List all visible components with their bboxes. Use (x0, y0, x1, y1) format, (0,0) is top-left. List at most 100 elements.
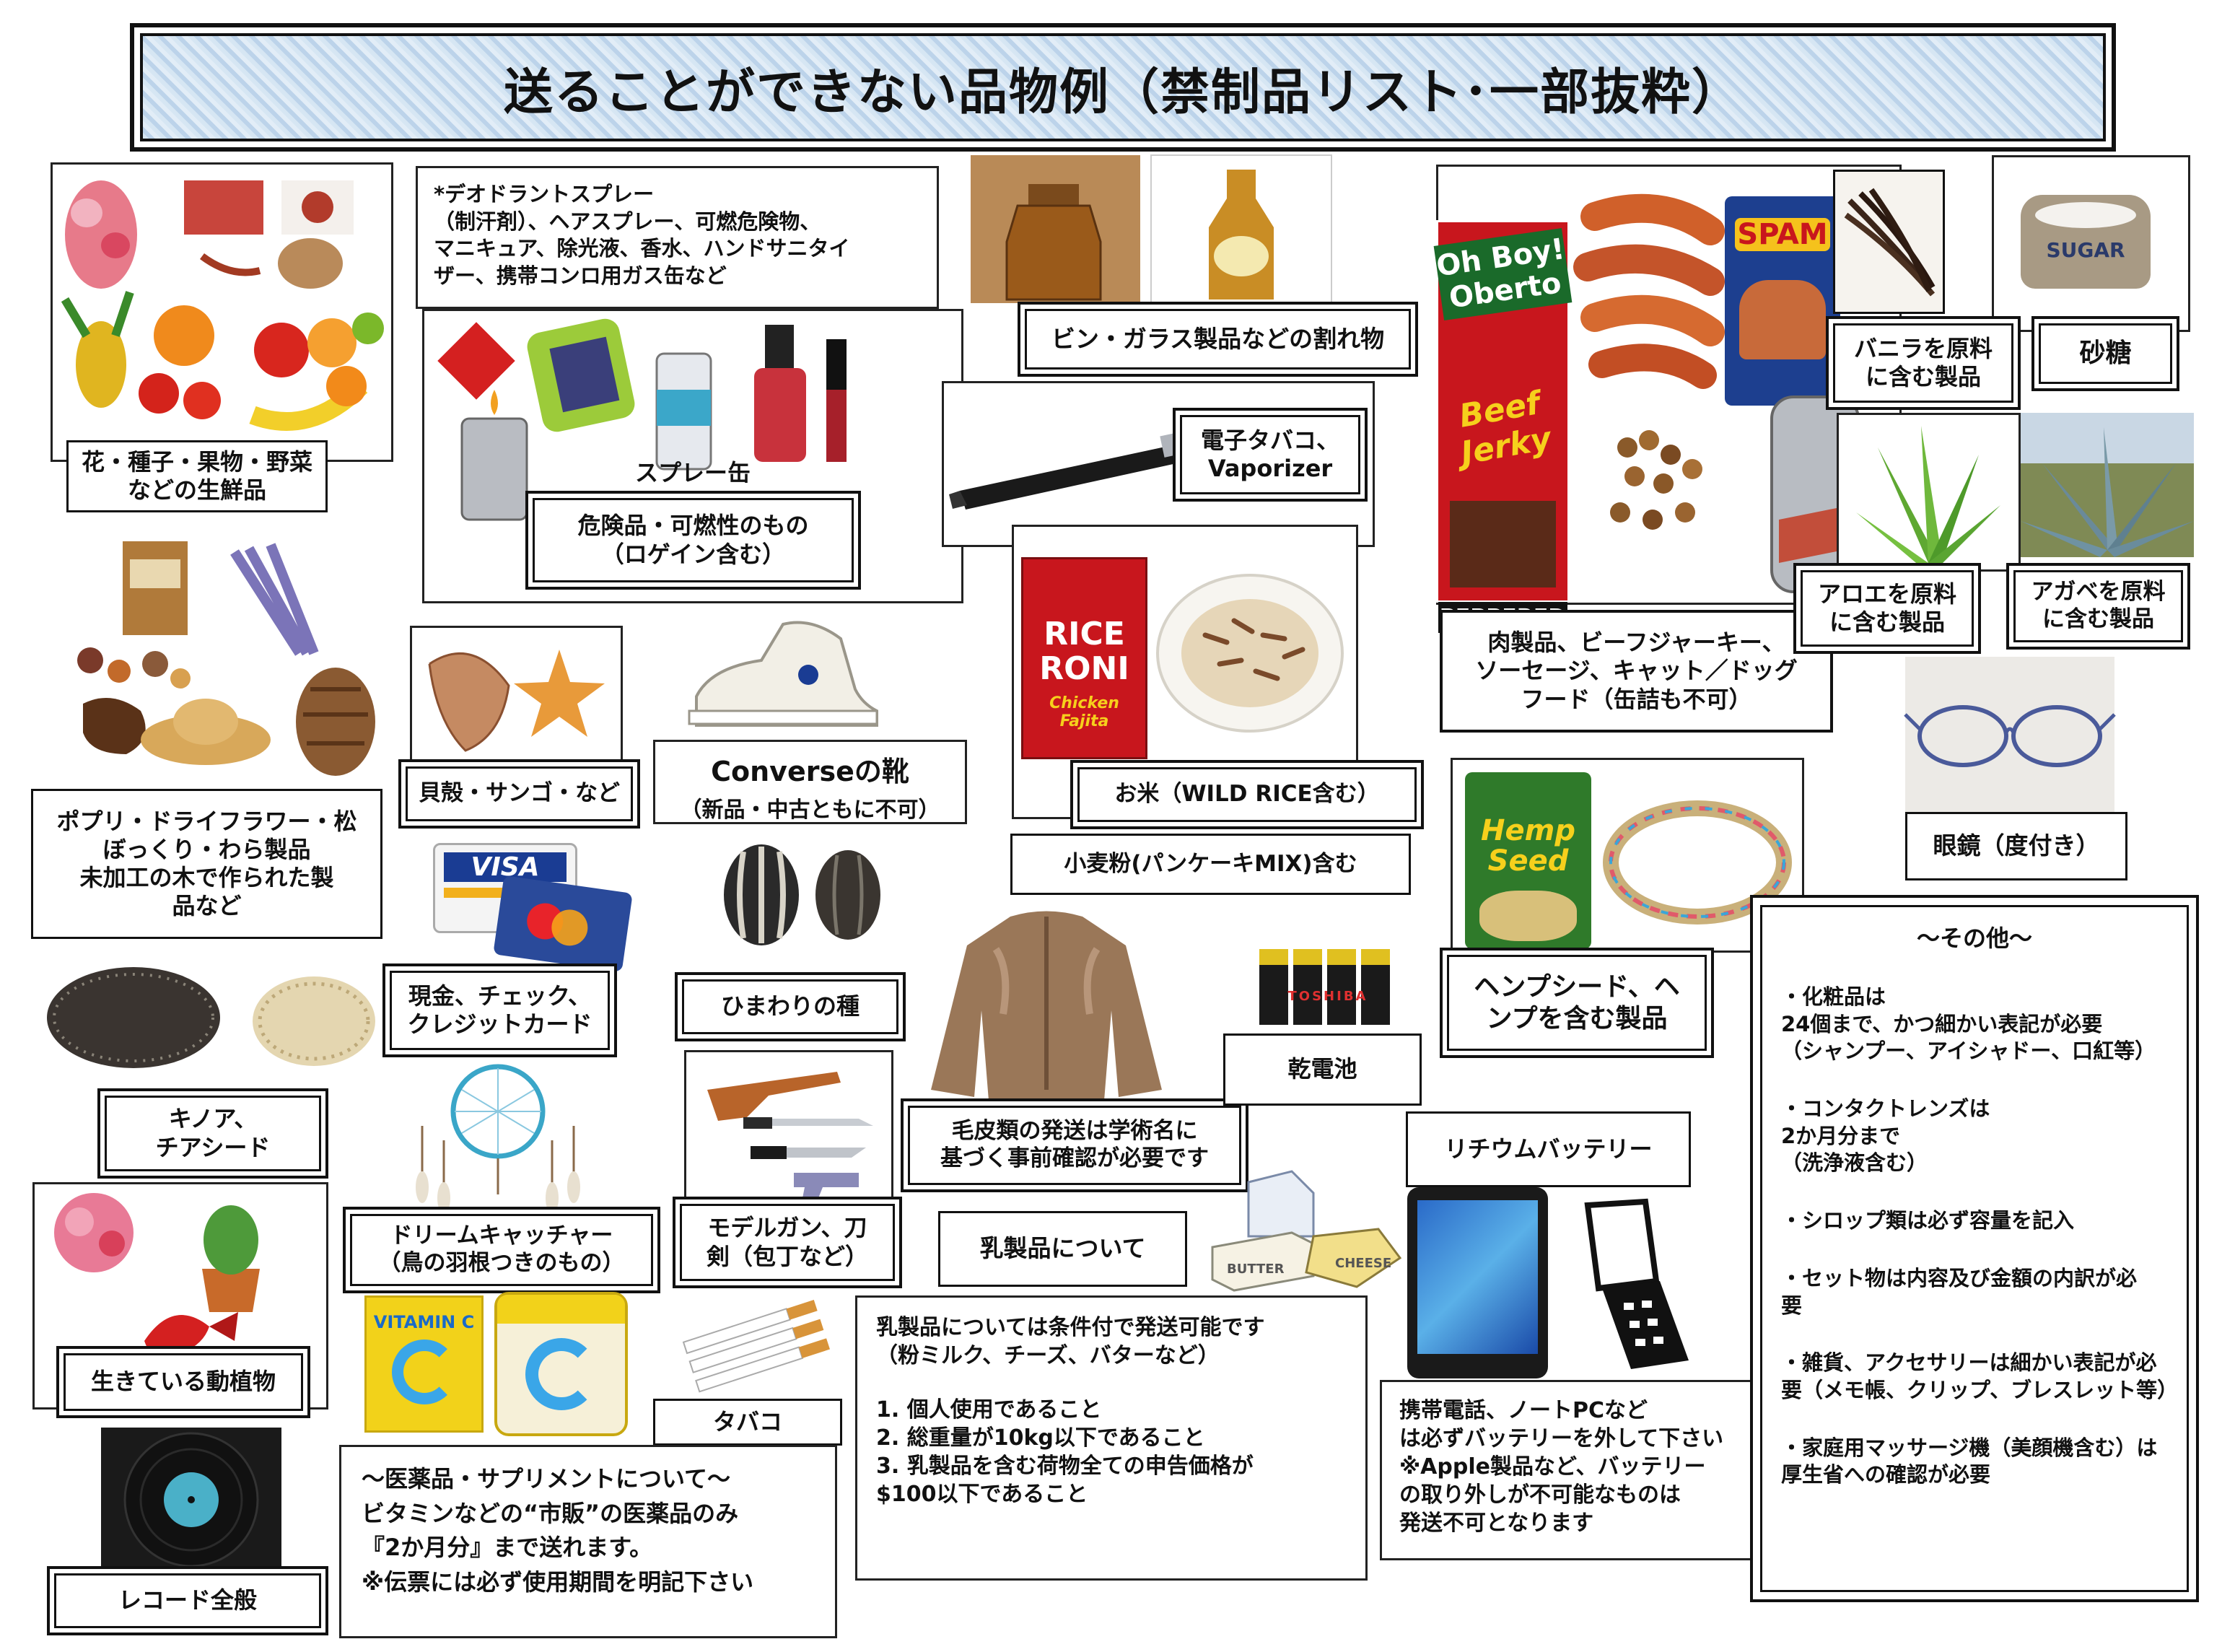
label-records: レコード全般 (54, 1573, 321, 1628)
rice-roni-flavor: Chicken Fajita (1049, 694, 1119, 730)
label-meat: 肉製品、ビーフジャーキー、 ソーセージ、キャット／ドッグ フード（缶詰も不可） (1440, 610, 1833, 733)
converse-subtitle: （新品・中古ともに不可） (680, 797, 940, 823)
phone-note-line-4: の取り外しが不可能なものは (1399, 1482, 1681, 1508)
phone-note-line-5: 発送不可となります (1399, 1511, 1594, 1536)
vitamin-box: VITAMIN C (364, 1295, 484, 1433)
oberto-package: Oh Boy! Oberto Beef Jerky PEPPERED (1433, 220, 1573, 633)
converse-shoe-illustration (688, 621, 878, 727)
battery-brand: TOSHIBA (1287, 989, 1368, 1004)
flip-phone-illustration (1584, 1198, 1689, 1369)
produce-illustration (61, 180, 384, 431)
other-box: ～その他～ ・化粧品は 24個まで、かつ細かい表記が必要 （シャンプー、アイシャ… (1750, 895, 2199, 1602)
label-sunflower: ひまわりの種 (682, 979, 898, 1034)
other-item-contacts: ・コンタクトレンズは 2か月分まで （洗浄液含む） (1781, 1096, 1990, 1176)
label-fur: 毛皮類の発送は学術名に 基づく事前確認が必要です (908, 1106, 1241, 1185)
label-ecig: 電子タバコ、 Vaporizer (1180, 415, 1360, 494)
phone-note-line-3: ※Apple製品など、バッテリー (1399, 1454, 1706, 1480)
spray-can-caption: スプレー缶 (634, 459, 751, 486)
oberto-product: Beef Jerky (1456, 385, 1554, 473)
label-model-gun: モデルガン、刀 剣（包丁など） (680, 1204, 895, 1281)
hemp-bracelet-illustration (1603, 800, 1792, 925)
hemp-seed-package: Hemp Seed (1465, 772, 1591, 949)
agave-image (2021, 413, 2194, 557)
pet-food-illustration (1610, 395, 1860, 593)
label-tobacco: タバコ (653, 1399, 842, 1446)
glass-bottles-illustration (971, 154, 1332, 304)
label-glass: ビン・ガラス製品などの割れ物 (1025, 309, 1411, 370)
other-item-cosmetics: ・化粧品は 24個まで、かつ細かい表記が必要 （シャンプー、アイシャドー、口紅等… (1781, 984, 2156, 1064)
label-vanilla: バニラを原料 に含む製品 (1833, 323, 2013, 403)
medicine-line-4: ※伝票には必ず使用期間を明記下さい (362, 1568, 754, 1596)
converse-title: Converseの靴 (711, 756, 909, 787)
dry-batteries-illustration (1259, 949, 1390, 1025)
deodorant-note-text: *デオドラントスプレー （制汗剤）、ヘアスプレー、可燃危険物、 マニキュア、除光… (434, 182, 850, 289)
fur-coat-illustration (931, 911, 1162, 1101)
sausages-illustration (1573, 193, 1725, 389)
label-dreamcatcher: ドリームキャッチャー （鳥の羽根つきのもの） (350, 1214, 653, 1286)
rice-bowl-illustration (1156, 574, 1344, 733)
other-item-syrup: ・シロップ類は必ず容量を記入 (1781, 1208, 2075, 1233)
label-lithium: リチウムバッテリー (1406, 1111, 1691, 1187)
mastercard (493, 875, 633, 972)
dreamcatcher-illustration (416, 1064, 580, 1214)
glasses-image (1904, 657, 2116, 812)
butter-text: BUTTER (1227, 1262, 1285, 1277)
dairy-line-1: 乳製品については条件付で発送可能です (876, 1315, 1265, 1340)
other-item-massager: ・家庭用マッサージ機（美顔機含む）は 厚生省への確認が必要 (1781, 1435, 2158, 1487)
dairy-line-3 (876, 1370, 1347, 1396)
hazard-illustration (433, 318, 847, 521)
shells-illustration (428, 650, 605, 752)
oberto-brand: Oh Boy! Oberto (1433, 228, 1573, 320)
dairy-line-2: （粉ミルク、チーズ、バターなど） (876, 1343, 1220, 1368)
label-hazardous: 危険品・可燃性のもの （ロゲイン含む） (533, 498, 854, 582)
living-illustration (54, 1193, 260, 1358)
agave-plant (2021, 427, 2194, 557)
label-glasses: 眼鏡（度付き） (1905, 812, 2127, 880)
cheese-text: CHEESE (1335, 1256, 1392, 1271)
tablet-image (1407, 1187, 1548, 1378)
other-item-sets: ・セット物は内容及び金額の内訳が必 要 (1781, 1265, 2138, 1318)
title-inner: 送ることができない品物例（禁制品リスト･一部抜粋） (140, 33, 2106, 141)
medicine-line-3: 『2か月分』まで送れます。 (362, 1534, 653, 1562)
dairy-conditions-box: 乳製品については条件付で発送可能です （粉ミルク、チーズ、バターなど） 1. 個… (855, 1295, 1368, 1581)
hemp-seed-logo: Hemp Seed (1481, 814, 1575, 878)
vanilla-image (1833, 170, 1945, 314)
flammable-diamond (433, 318, 520, 404)
vanilla-pods (1844, 188, 1936, 297)
sugar-sack: SUGAR (2021, 195, 2151, 289)
label-flour: 小麦粉(パンケーキMIX)含む (1010, 834, 1411, 895)
page-title: 送ることができない品物例（禁制品リスト･一部抜粋） (503, 64, 1742, 121)
vitamin-bottle (494, 1292, 628, 1436)
label-living: 生きている動植物 (64, 1353, 303, 1411)
sunflower-seeds-illustration (724, 844, 880, 945)
label-dairy-about: 乳製品について (938, 1211, 1187, 1287)
label-sugar: 砂糖 (2039, 323, 2172, 384)
potpourri-illustration (77, 541, 375, 776)
label-shells: 貝殻・サンゴ・など (406, 766, 633, 821)
deodorant-note-box: *デオドラントスプレー （制汗剤）、ヘアスプレー、可燃危険物、 マニキュア、除光… (416, 166, 939, 309)
label-hemp: ヘンプシード、ヘ ンプを含む製品 (1447, 955, 1707, 1051)
vitamin-box-label: VITAMIN C (373, 1312, 475, 1332)
label-cash: 現金、チェック、 クレジットカード (390, 971, 610, 1050)
rice-roni-logo: RICE RONI (1039, 616, 1129, 688)
sugar-sack-label: SUGAR (2046, 238, 2125, 262)
visa-logo: VISA (444, 852, 567, 882)
other-title: ～その他～ (1916, 925, 2032, 952)
label-rice: お米（WILD RICE含む） (1077, 767, 1417, 822)
aloe-illustration (1856, 426, 2000, 570)
dairy-line-5: 2. 総重量が10kg以下であること (876, 1425, 1205, 1451)
label-agave: アガベを原料 に含む製品 (2013, 570, 2183, 642)
label-quinoa: キノア、 チアシード (105, 1096, 321, 1171)
model-gun-illustration (707, 1072, 873, 1205)
converse-label: Converseの靴 （新品・中古ともに不可） (653, 740, 967, 824)
dairy-illustration (1211, 1170, 1402, 1292)
label-potpourri: ポプリ・ドライフラワー・松 ぼっくり・わら製品 未加工の木で作られた製 品など (31, 789, 382, 939)
medicine-box: ～医薬品・サプリメントについて～ ビタミンなどの“市販”の医薬品のみ 『2か月分… (339, 1445, 837, 1638)
rice-roni-box: RICE RONI Chicken Fajita (1021, 557, 1147, 759)
cigarettes-illustration (682, 1300, 830, 1393)
phone-note-line-1: 携帯電話、ノートPCなど (1399, 1398, 1648, 1423)
dairy-line-4: 1. 個人使用であること (876, 1397, 1102, 1422)
title-banner: 送ることができない品物例（禁制品リスト･一部抜粋） (130, 23, 2116, 152)
spam-logo: SPAM (1735, 218, 1830, 251)
label-fresh-produce: 花・種子・果物・野菜 などの生鮮品 (66, 440, 328, 512)
